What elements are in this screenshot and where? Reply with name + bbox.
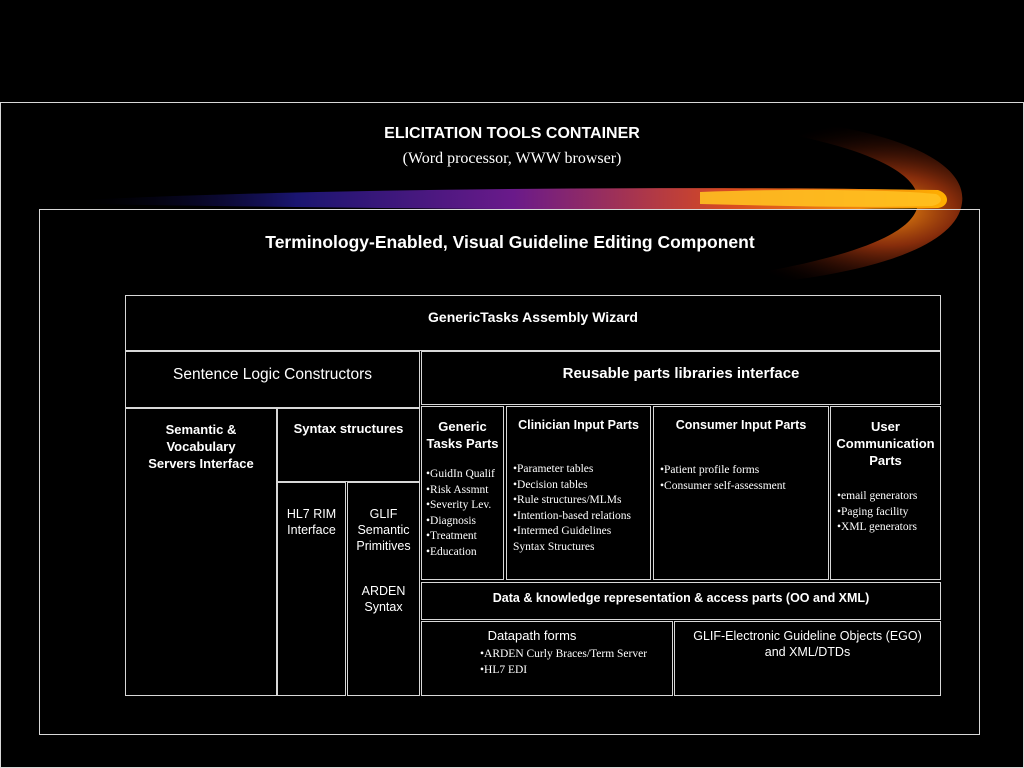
user-comm-list: •email generators •Paging facility •XML … xyxy=(831,489,940,536)
glif-line-2: Semantic xyxy=(357,523,410,537)
user-communication-parts-box: User Communication Parts •email generato… xyxy=(830,406,941,580)
hl7-line-1: HL7 RIM xyxy=(286,507,337,521)
generic-tasks-title-1: Generic xyxy=(438,419,487,434)
list-item: •Intermed Guidelines xyxy=(513,525,612,537)
editing-component-box xyxy=(39,209,980,735)
clinician-input-parts-box: Clinician Input Parts •Parameter tables … xyxy=(506,406,651,580)
list-item: •HL7 EDI xyxy=(480,663,528,676)
semantic-line-1: Semantic & xyxy=(165,422,237,437)
semantic-line-2: Vocabulary xyxy=(166,439,236,454)
datapath-list: •ARDEN Curly Braces/Term Server •HL7 EDI xyxy=(422,647,672,678)
list-item: •GuidIn Qualif xyxy=(426,468,495,480)
hl7-rim-box: HL7 RIM Interface xyxy=(277,482,346,696)
list-item: •XML generators xyxy=(837,521,917,533)
generic-tasks-wizard-box: GenericTasks Assembly Wizard xyxy=(125,295,941,351)
list-item: •Consumer self-assessment xyxy=(660,479,786,492)
component-title: Terminology-Enabled, Visual Guideline Ed… xyxy=(265,232,755,252)
syntax-structures-box: Syntax structures xyxy=(277,408,420,482)
generic-tasks-list: •GuidIn Qualif •Risk Assmnt •Severity Le… xyxy=(422,467,503,560)
syntax-structures-title: Syntax structures xyxy=(293,421,404,436)
clinician-title: Clinician Input Parts xyxy=(518,418,639,432)
generic-tasks-parts-box: Generic Tasks Parts •GuidIn Qualif •Risk… xyxy=(421,406,504,580)
generic-tasks-title-2: Tasks Parts xyxy=(426,436,499,451)
sentence-logic-title: Sentence Logic Constructors xyxy=(172,366,373,383)
list-item: •ARDEN Curly Braces/Term Server xyxy=(480,648,648,660)
arden-line-2: Syntax xyxy=(364,600,403,614)
list-item: •email generators xyxy=(837,490,918,502)
list-item: •Education xyxy=(426,545,477,558)
datapath-forms-box: Datapath forms •ARDEN Curly Braces/Term … xyxy=(421,621,673,696)
list-item: •Rule structures/MLMs xyxy=(513,494,622,506)
glif-line-3: Primitives xyxy=(356,539,411,553)
list-item: •Severity Lev. xyxy=(426,499,492,511)
data-knowledge-box: Data & knowledge representation & access… xyxy=(421,582,941,620)
semantic-vocabulary-box: Semantic & Vocabulary Servers Interface xyxy=(125,408,277,696)
list-item: •Patient profile forms xyxy=(660,464,760,476)
list-item: •Decision tables xyxy=(513,478,588,491)
user-comm-title-2: Communication xyxy=(836,436,935,451)
datapath-title: Datapath forms xyxy=(487,628,577,643)
arden-line-1: ARDEN xyxy=(361,584,406,598)
hl7-line-2: Interface xyxy=(287,523,336,537)
glif-primitives-box: GLIF Semantic Primitives ARDEN Syntax xyxy=(347,482,420,696)
list-item: •Diagnosis xyxy=(426,514,477,527)
semantic-line-3: Servers Interface xyxy=(148,456,254,471)
consumer-title: Consumer Input Parts xyxy=(675,418,807,432)
list-item: •Treatment xyxy=(426,530,477,542)
sentence-logic-box: Sentence Logic Constructors xyxy=(125,351,420,408)
glif-ego-line-2: and XML/DTDs xyxy=(764,645,851,659)
user-comm-title-1: User xyxy=(871,419,900,434)
glif-line-1: GLIF xyxy=(369,507,398,521)
reusable-parts-title: Reusable parts libraries interface xyxy=(562,365,800,382)
list-item: •Paging facility xyxy=(837,505,909,518)
reusable-parts-box: Reusable parts libraries interface xyxy=(421,351,941,405)
user-comm-title-3: Parts xyxy=(869,453,902,468)
consumer-list: •Patient profile forms •Consumer self-as… xyxy=(654,463,828,494)
clinician-list: •Parameter tables •Decision tables •Rule… xyxy=(507,462,650,555)
list-item: •Parameter tables xyxy=(513,463,594,475)
glif-ego-line-1: GLIF-Electronic Guideline Objects (EGO) xyxy=(693,629,922,643)
list-item: Syntax Structures xyxy=(513,540,595,553)
wizard-title: GenericTasks Assembly Wizard xyxy=(428,309,638,325)
container-title: ELICITATION TOOLS CONTAINER xyxy=(384,125,640,142)
container-subtitle: (Word processor, WWW browser) xyxy=(402,150,622,167)
data-knowledge-title: Data & knowledge representation & access… xyxy=(492,591,870,605)
glif-ego-box: GLIF-Electronic Guideline Objects (EGO) … xyxy=(674,621,941,696)
consumer-input-parts-box: Consumer Input Parts •Patient profile fo… xyxy=(653,406,829,580)
list-item: •Risk Assmnt xyxy=(426,483,489,496)
list-item: •Intention-based relations xyxy=(513,509,632,522)
